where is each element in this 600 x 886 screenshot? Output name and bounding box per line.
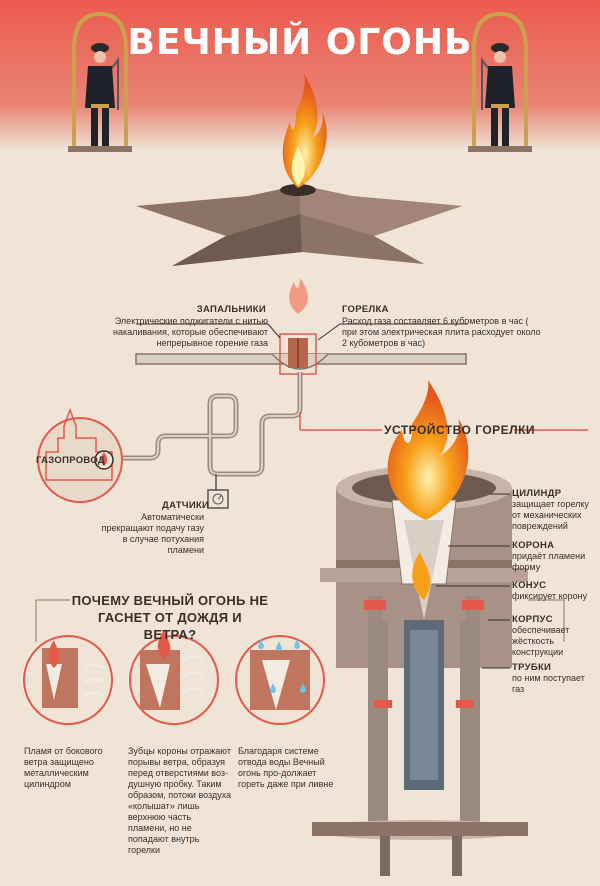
device-flame [387,380,469,600]
ignitors-text: Электрические поджигатели с нитью накали… [112,316,268,348]
part-crown-heading: КОРОНА [512,540,555,551]
part-cone-text: фиксирует корону [512,591,588,601]
sensor-icon [207,474,229,509]
burner-heading: ГОРЕЛКА [342,304,389,315]
part-tubes-heading: ТРУБКИ [512,662,552,673]
why-frame [35,599,565,642]
part-tubes-text: по ним поступает газ [512,673,585,694]
part-body: КОРПУС обеспечивает жёсткость конструкци… [512,614,592,658]
part-cylinder-text: защищает горелку от механических поврежд… [512,499,589,531]
right-guard [481,43,515,146]
why-text-2: Зубцы короны отражают порывы ветра, обра… [128,746,232,855]
part-crown-text: придаёт пламени форму [512,551,586,572]
why-illustration-3 [235,635,325,725]
device-heading: УСТРОЙСТВО ГОРЕЛКИ [384,423,536,437]
burner-section [135,278,467,412]
ignitors-heading: ЗАПАЛЬНИКИ [196,304,266,315]
star-monument [136,184,462,266]
part-crown: КОРОНА придаёт пламени форму [512,540,592,573]
part-cylinder-heading: ЦИЛИНДР [512,488,562,499]
why-illustration-1 [23,635,113,725]
left-guard [85,43,119,146]
page-title: ВЕЧНЫЙ ОГОНЬ [127,22,473,63]
gas-pipeline-circle [37,407,123,503]
part-cylinder: ЦИЛИНДР защищает горелку от механических… [512,488,592,532]
why-text-1: Пламя от бокового ветра защищено металли… [24,746,103,789]
part-cone: КОНУС фиксирует корону [512,580,592,602]
part-tubes: ТРУБКИ по ним поступает газ [512,662,592,695]
why-title: ПОЧЕМУ ВЕЧНЫЙ ОГОНЬ НЕ ГАСНЕТ ОТ ДОЖДЯ И… [71,593,269,642]
why-illustration-2 [129,630,219,725]
part-body-heading: КОРПУС [512,614,553,625]
left-guard-booth [68,11,132,152]
part-body-text: обеспечивает жёсткость конструкции [512,625,570,657]
burner-device [312,466,528,876]
sensors-text: Автоматически прекращают подачу газу в с… [101,512,204,555]
sensors-heading: ДАТЧИКИ [162,500,210,511]
main-flame [282,74,327,188]
gas-pipeline-label: ГАЗОПРОВОД [36,455,105,466]
why-text-3: Благодаря системе отвода воды Вечный ого… [238,746,334,789]
burner-text: Расход газа составляет 6 кубометров в ча… [342,316,541,348]
part-cone-heading: КОНУС [512,580,547,591]
right-guard-booth [468,11,532,152]
